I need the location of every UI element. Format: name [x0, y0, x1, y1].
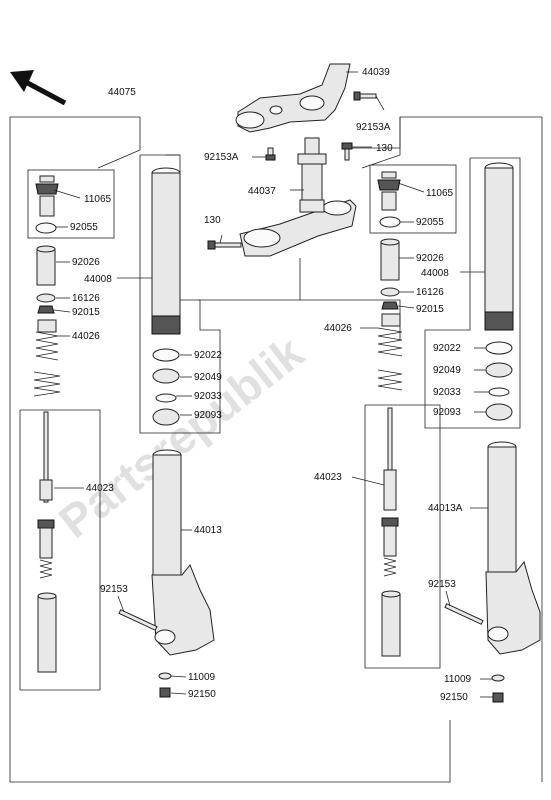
left-cap-bolt [35, 175, 59, 217]
label-44037: 44037 [248, 186, 276, 197]
left-bushing-92049 [152, 368, 180, 384]
label-92153A-left: 92153A [204, 152, 239, 163]
right-bushing-92049 [485, 362, 513, 378]
label-left-92033: 92033 [194, 391, 222, 402]
label-left-92093: 92093 [194, 410, 222, 421]
label-left-44008: 44008 [84, 274, 112, 285]
right-washer-16126 [380, 287, 400, 297]
label-130-left: 130 [204, 215, 221, 226]
label-right-92093: 92093 [433, 407, 461, 418]
label-left-92153: 92153 [100, 584, 128, 595]
right-drain-bolt-92150 [492, 692, 504, 703]
label-left-11009: 11009 [188, 672, 216, 683]
label-left-44026: 44026 [72, 331, 100, 342]
label-right-44026: 44026 [324, 323, 352, 334]
right-spring [377, 313, 403, 391]
bolt-130-top [341, 142, 353, 161]
label-44075: 44075 [108, 87, 136, 98]
bolt-130-left [207, 240, 242, 250]
leader-lines [53, 71, 493, 698]
label-right-92015: 92015 [416, 304, 444, 315]
label-left-92150: 92150 [188, 689, 216, 700]
label-right-92153: 92153 [428, 579, 456, 590]
left-nut-92015 [37, 305, 55, 314]
label-left-11065: 11065 [84, 194, 112, 205]
left-seal-92022 [152, 348, 180, 362]
label-right-16126: 16126 [416, 287, 444, 298]
steering-stem-lower-bracket [239, 137, 357, 257]
arrow-up-left-icon [10, 70, 67, 106]
label-right-92022: 92022 [433, 343, 461, 354]
left-washer-16126 [36, 293, 56, 303]
label-right-11065: 11065 [426, 188, 454, 199]
left-o-ring [35, 222, 57, 234]
label-right-44013A: 44013A [428, 503, 463, 514]
label-130-top: 130 [376, 143, 393, 154]
label-right-92033: 92033 [433, 387, 461, 398]
right-axle-bolt-92153 [444, 603, 484, 625]
label-left-16126: 16126 [72, 293, 100, 304]
left-drain-bolt-92150 [159, 687, 171, 698]
part-labels: 44075 44039 92153A 92153A 130 44037 130 … [70, 67, 472, 703]
label-44039: 44039 [362, 67, 390, 78]
label-92153A-top: 92153A [356, 122, 391, 133]
assembly-outlines [9, 116, 543, 783]
right-damper-cartridge [381, 407, 401, 657]
left-inner-tube-44008 [151, 167, 181, 335]
right-inner-tube-44008 [484, 162, 514, 331]
label-left-44023: 44023 [86, 483, 114, 494]
label-left-92055: 92055 [70, 222, 98, 233]
left-clip-92033 [155, 393, 177, 403]
label-right-44023: 44023 [314, 472, 342, 483]
left-damper-cartridge [37, 411, 57, 673]
right-washer-11009 [491, 674, 505, 682]
bolt-92153A-left [265, 147, 276, 161]
label-right-44008: 44008 [421, 268, 449, 279]
label-right-11009: 11009 [444, 674, 472, 685]
label-left-92049: 92049 [194, 372, 222, 383]
left-spring-lower [33, 371, 61, 397]
label-left-92022: 92022 [194, 350, 222, 361]
right-outer-tube-44013A [485, 441, 541, 655]
upper-triple-clamp [235, 63, 351, 133]
label-left-44013: 44013 [194, 525, 222, 536]
right-spacer-pipe [380, 238, 400, 281]
label-right-92026: 92026 [416, 253, 444, 264]
left-spacer-pipe [36, 245, 56, 286]
right-oil-seal-92093 [485, 403, 513, 421]
bolt-92153A-top [353, 91, 377, 101]
left-spring-upper [35, 319, 59, 361]
right-nut-92015 [381, 301, 399, 310]
label-left-92015: 92015 [72, 307, 100, 318]
left-oil-seal-92093 [152, 408, 180, 426]
left-washer-11009 [158, 672, 172, 680]
right-clip-92033 [488, 387, 510, 397]
label-right-92055: 92055 [416, 217, 444, 228]
right-o-ring [379, 216, 401, 228]
label-left-92026: 92026 [72, 257, 100, 268]
label-right-92150: 92150 [440, 692, 468, 703]
left-outer-tube-44013 [151, 449, 215, 656]
right-seal-92022 [485, 341, 513, 355]
right-cap-bolt [377, 171, 401, 211]
label-right-92049: 92049 [433, 365, 461, 376]
left-axle-bolt-92153 [118, 609, 158, 631]
